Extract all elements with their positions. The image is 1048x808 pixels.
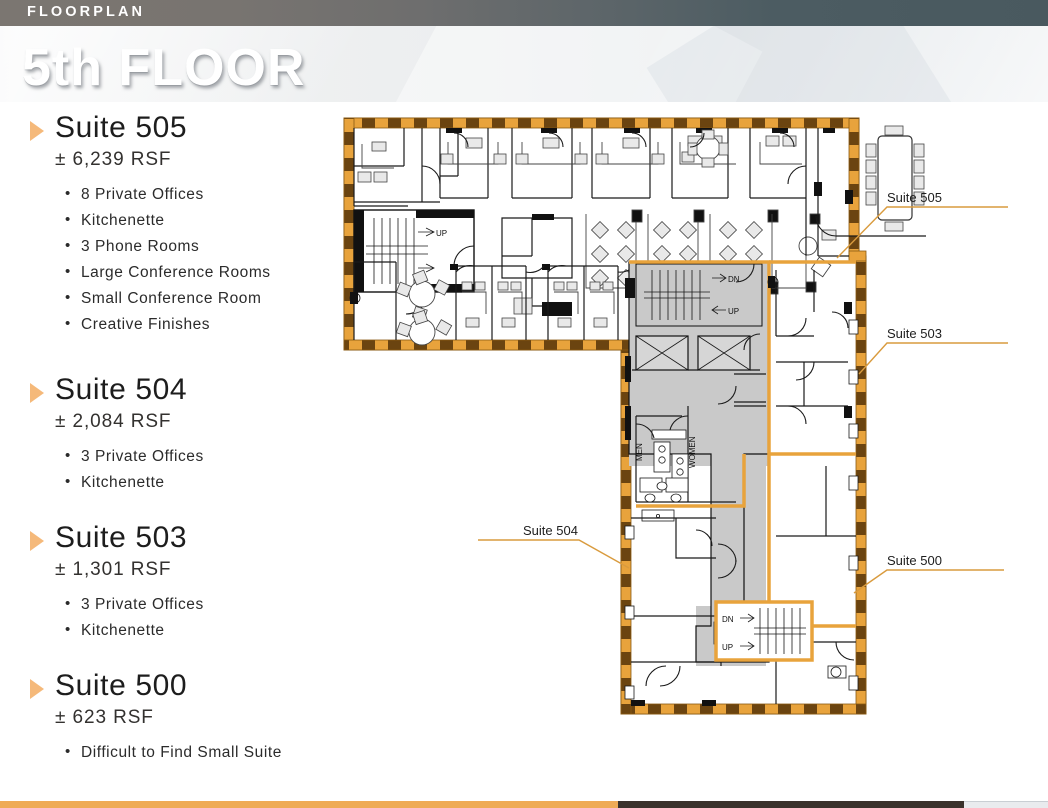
- core-stair-up-label: UP: [728, 307, 739, 316]
- floorplan-drawing: .w { fill:#e8a33c; stroke:#8a5a12; strok…: [336, 106, 1048, 766]
- men-restroom-label: MEN: [635, 443, 644, 461]
- list-item: 3 Private Offices: [18, 591, 348, 618]
- suite-503-rsf: ± 1,301 RSF: [55, 558, 172, 580]
- suite-503-name: Suite 503: [55, 521, 188, 554]
- elevator-bank: [632, 335, 760, 371]
- suite-504-rsf: ± 2,084 RSF: [55, 410, 172, 432]
- triangle-bullet-icon: [30, 531, 44, 551]
- callout-suite-500: Suite 500: [887, 553, 942, 568]
- callout-suite-503: Suite 503: [887, 326, 942, 341]
- list-item: Difficult to Find Small Suite: [18, 739, 348, 766]
- triangle-bullet-icon: [30, 121, 44, 141]
- suite-503-heading: Suite 503: [18, 522, 348, 554]
- suite-503-area: [767, 260, 859, 456]
- south-stair-dn-label: DN: [722, 615, 734, 624]
- suite-500-area: [767, 454, 859, 704]
- suite-block-503: Suite 503 ± 1,301 RSF 3 Private Offices …: [18, 522, 348, 644]
- triangle-bullet-icon: [30, 679, 44, 699]
- suite-504-name: Suite 504: [55, 373, 188, 406]
- topbar-label: FLOORPLAN: [27, 4, 146, 20]
- list-item: Kitchenette: [18, 617, 348, 644]
- suite-505-heading: Suite 505: [18, 112, 348, 144]
- suite-504-heading: Suite 504: [18, 374, 348, 406]
- suite-500-rsf: ± 623 RSF: [55, 706, 154, 728]
- women-restroom-label: WOMEN: [688, 436, 697, 468]
- footer-bar: [0, 801, 1048, 808]
- stair-up-label: UP: [436, 229, 447, 238]
- topbar: FLOORPLAN: [0, 0, 1048, 26]
- callout-suite-504: Suite 504: [523, 523, 578, 538]
- hero-banner: 5th FLOOR: [0, 26, 1048, 102]
- suite-505-name: Suite 505: [55, 111, 188, 144]
- suite-504-features: 3 Private Offices Kitchenette: [18, 443, 348, 496]
- footer-segment-orange: [0, 801, 619, 808]
- building-core: DN UP MEN WOMEN: [625, 261, 770, 666]
- suite-block-504: Suite 504 ± 2,084 RSF 3 Private Offices …: [18, 374, 348, 496]
- footer-segment-dark: [618, 801, 965, 808]
- callout-suite-505: Suite 505: [887, 190, 942, 205]
- lower-band-505: [349, 261, 635, 346]
- suite-500-features: Difficult to Find Small Suite: [18, 739, 348, 766]
- suite-500-name: Suite 500: [55, 669, 188, 702]
- suite-505-rsf: ± 6,239 RSF: [55, 148, 172, 170]
- suite-block-505: Suite 505 ± 6,239 RSF 8 Private Offices …: [18, 112, 348, 338]
- suite-505-features: 8 Private Offices Kitchenette 3 Phone Ro…: [18, 181, 348, 338]
- suite-block-500: Suite 500 ± 623 RSF Difficult to Find Sm…: [18, 670, 348, 766]
- hero-left-fade: [0, 26, 18, 102]
- core-stair-dn-label: DN: [728, 275, 740, 284]
- suite-list: Suite 505 ± 6,239 RSF 8 Private Offices …: [18, 112, 348, 782]
- list-item: 3 Phone Rooms: [18, 233, 348, 260]
- suite-503-features: 3 Private Offices Kitchenette: [18, 591, 348, 644]
- list-item: Small Conference Room: [18, 285, 348, 312]
- list-item: Large Conference Rooms: [18, 259, 348, 286]
- lower-wing: DN UP: [624, 260, 859, 706]
- page-title: 5th FLOOR: [22, 39, 306, 97]
- large-conference-room: [787, 125, 926, 257]
- south-stair: DN UP: [714, 600, 814, 662]
- list-item: Kitchenette: [18, 469, 348, 496]
- suite-500-heading: Suite 500: [18, 670, 348, 702]
- list-item: Kitchenette: [18, 207, 348, 234]
- core-stair-top: DN UP: [625, 263, 763, 327]
- list-item: 8 Private Offices: [18, 181, 348, 208]
- footer-segment-light: [964, 801, 1048, 808]
- south-stair-up-label: UP: [722, 643, 733, 652]
- callouts: Suite 505 Suite 503 Suite 500 Suite 504: [478, 190, 1008, 594]
- list-item: Creative Finishes: [18, 311, 348, 338]
- list-item: 3 Private Offices: [18, 443, 348, 470]
- restrooms: MEN WOMEN: [635, 406, 736, 503]
- triangle-bullet-icon: [30, 383, 44, 403]
